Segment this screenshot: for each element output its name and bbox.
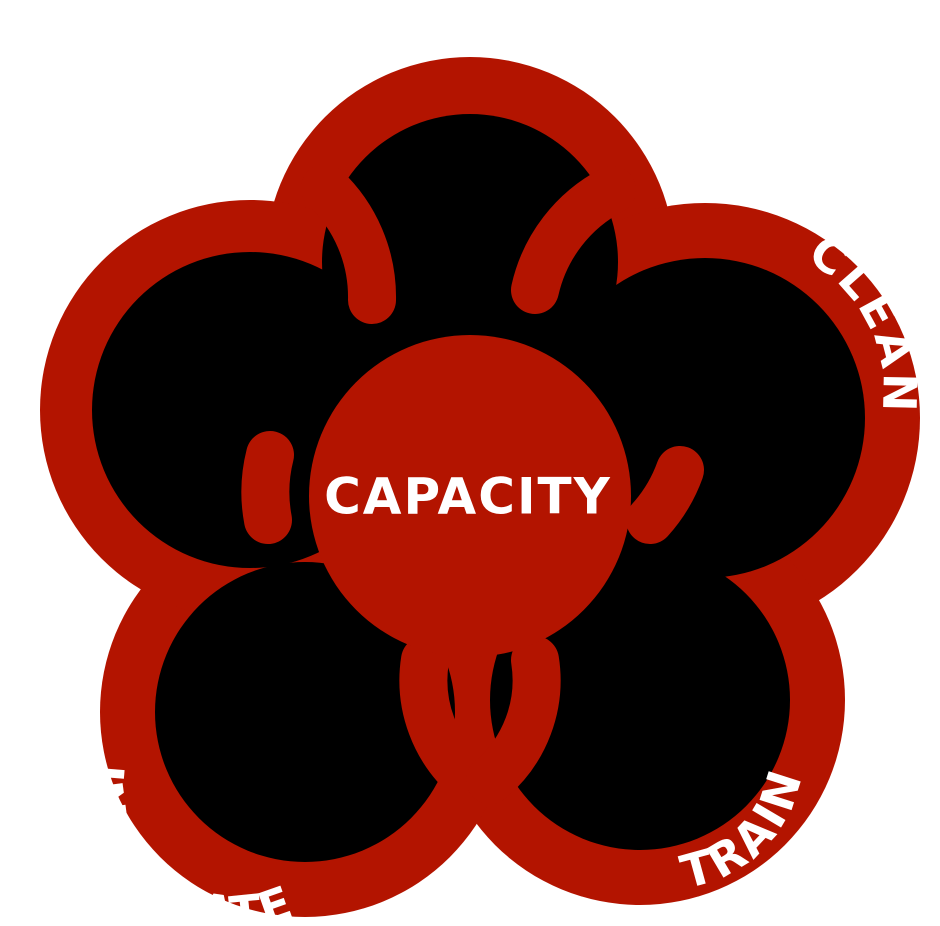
interlock-arc-clean [511, 166, 636, 314]
petal-label-identify: IDENTIFY [326, 0, 617, 40]
interlock-arc-train [626, 446, 704, 544]
center-label: CAPACITY [324, 468, 612, 526]
interlocking-arcs [241, 164, 704, 804]
interlock-arc-strengthen [399, 636, 494, 804]
interlock-arc-strengthen-b [466, 636, 561, 804]
center-circle [309, 335, 631, 657]
interlock-arc-integrate [241, 431, 294, 544]
petal-interior-identify [322, 114, 618, 410]
interlock-arc-identify [301, 164, 397, 324]
petal-interior-integrate [155, 562, 455, 862]
